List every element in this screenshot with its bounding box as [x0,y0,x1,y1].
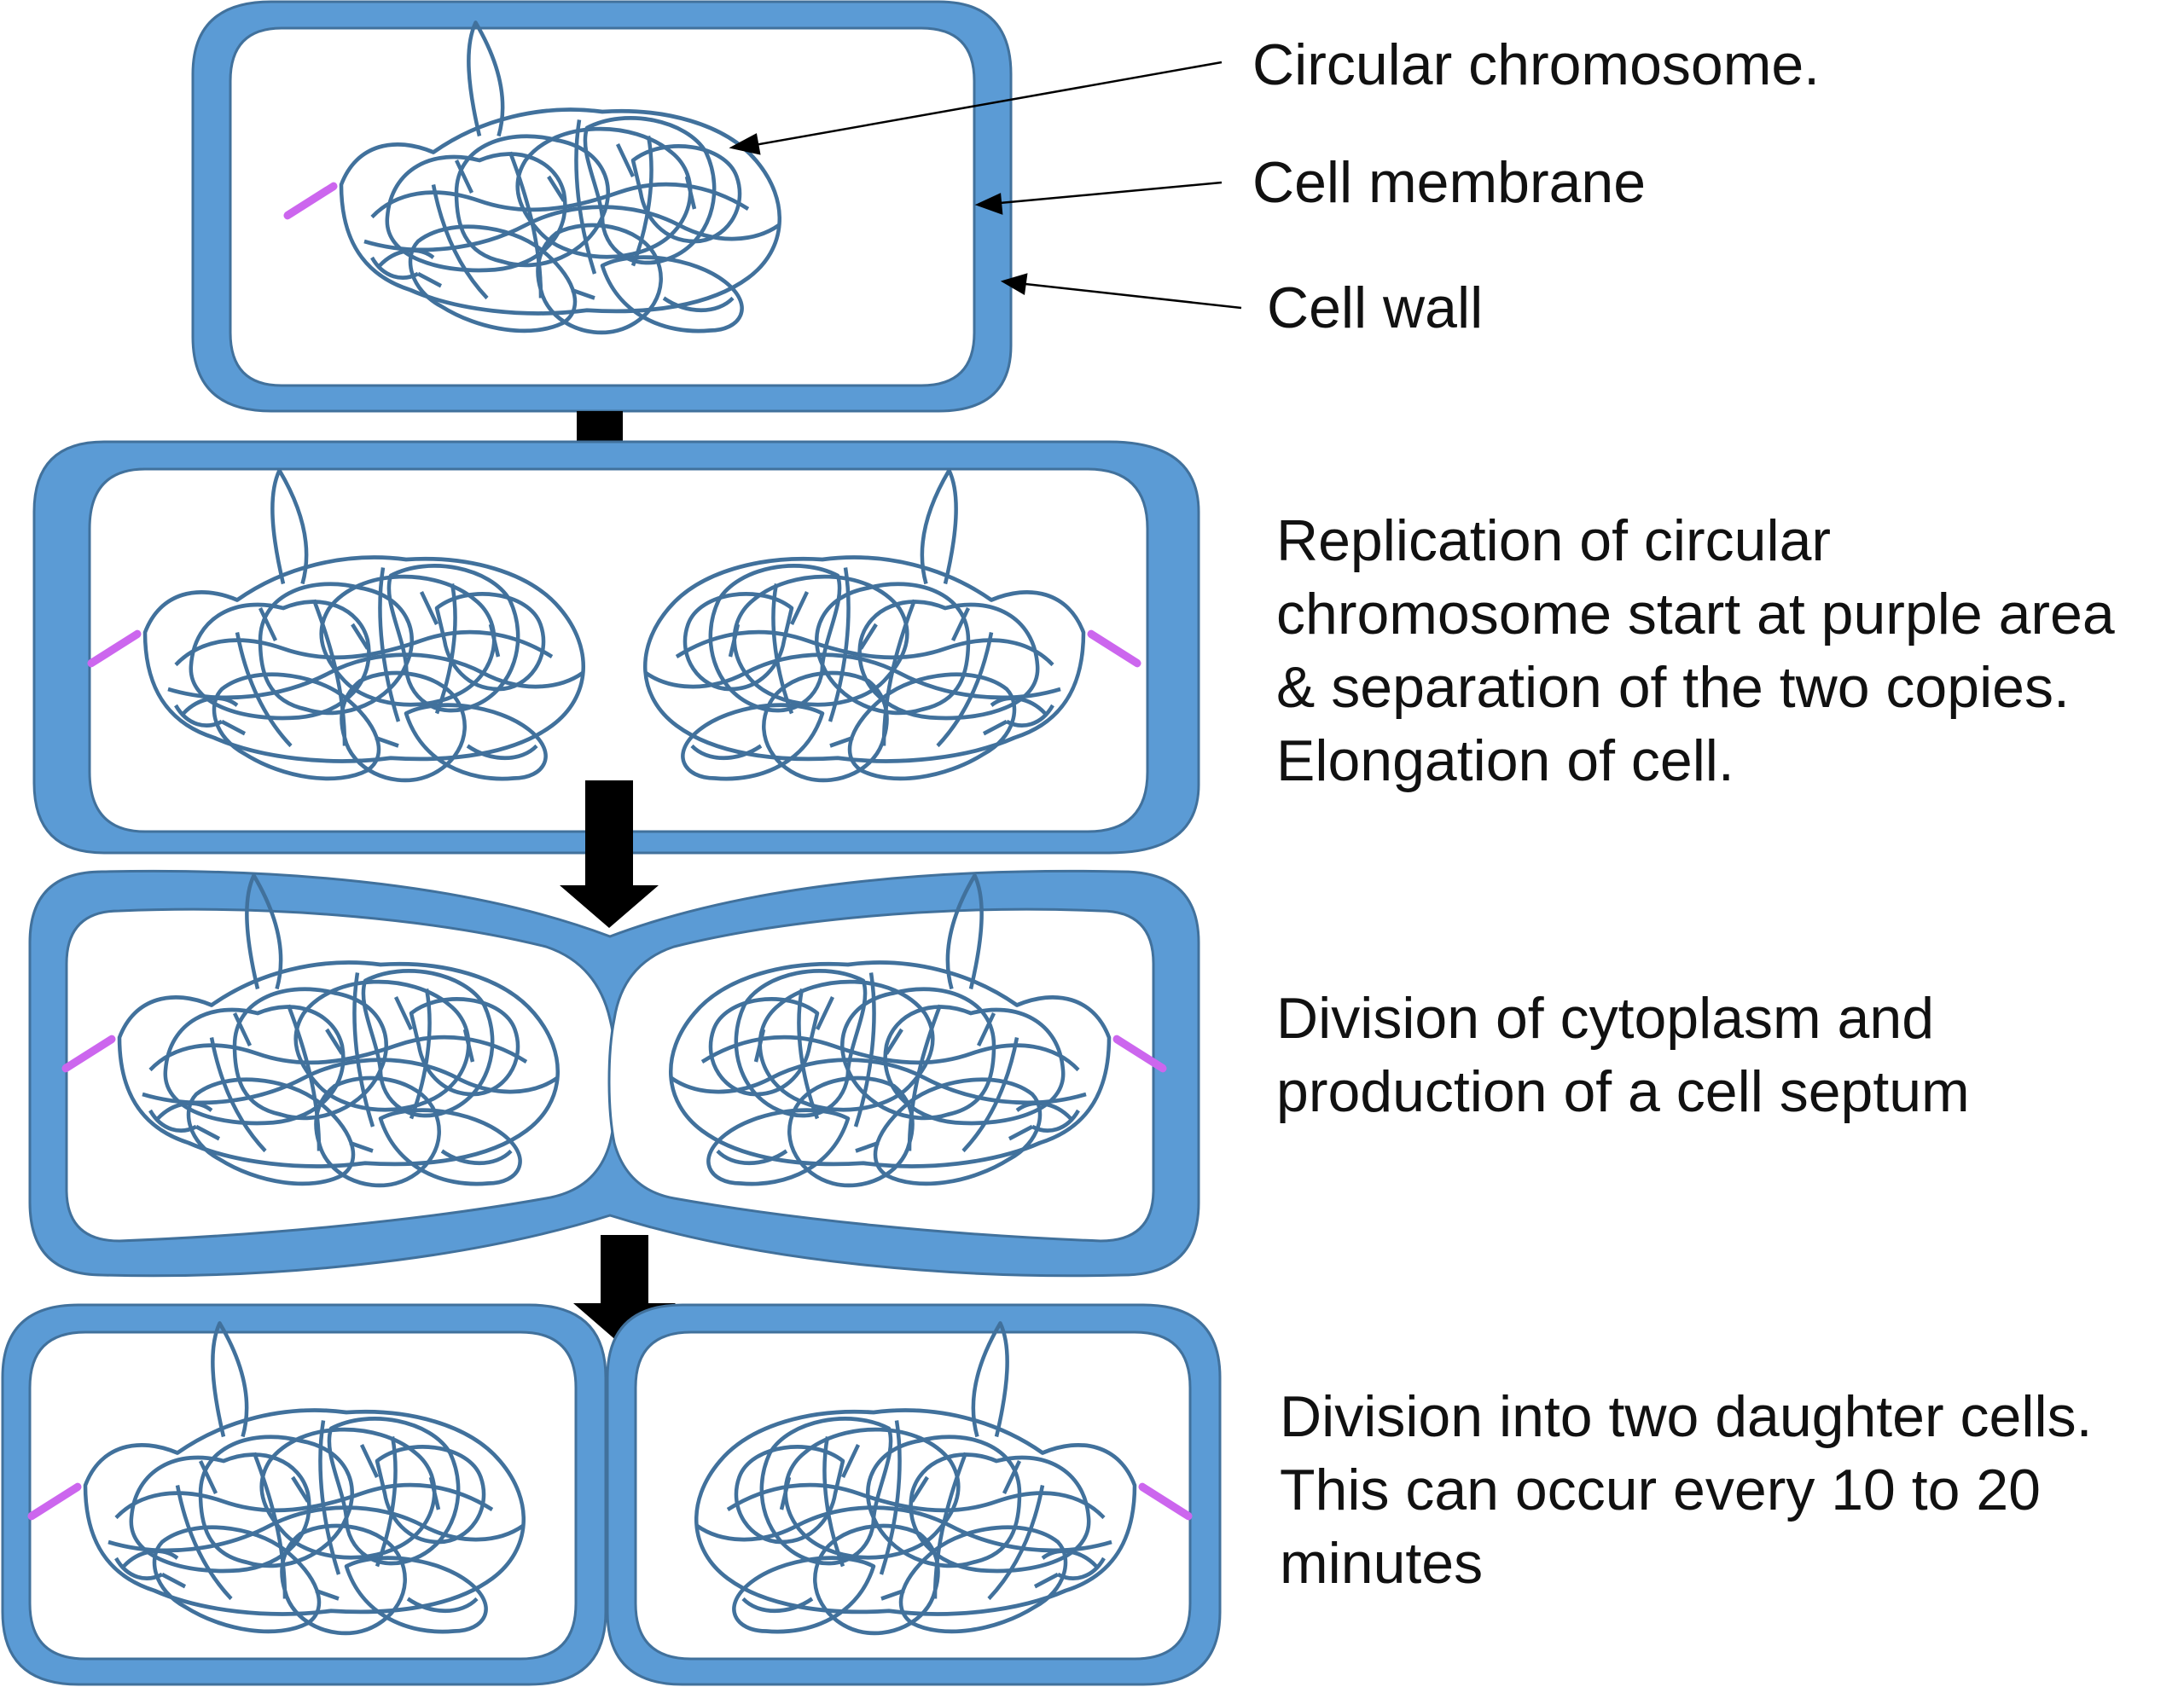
stage-description-division: Division into two daughter cells. This c… [1280,1380,2092,1600]
label-circular-chromosome: Circular chromosome. [1252,32,1821,97]
description-line: minutes [1280,1531,1484,1596]
leader-wall [1025,282,1242,310]
daughter-cell-right [606,1303,1222,1686]
label-leaders [729,61,1242,310]
description-line: Replication of circular [1276,508,1832,573]
label-cell-wall: Cell wall [1267,275,1484,340]
leader-chromosome [754,61,1223,147]
description-line: This can occur every 10 to 20 [1280,1458,2042,1522]
label-cell-membrane: Cell membrane [1252,150,1647,215]
cell-stage-0 [191,0,1013,413]
leader-membrane [999,181,1223,205]
description-line: Division into two daughter cells. [1280,1384,2093,1449]
daughter-cell-left [1,1303,607,1686]
description-line: Division of cytoplasm and [1276,986,1935,1051]
down-arrow [560,780,659,928]
stage-description-replication: Replication of circular chromosome start… [1276,504,2115,797]
description-line: chromosome start at purple area [1276,582,2115,646]
arrowhead-chromosome-icon [729,133,761,155]
cell-membrane-right [607,907,1155,1243]
description-line: production of a cell septum [1276,1059,1970,1124]
cell-stage-2 [28,869,1200,1278]
stage-description-septum: Division of cytoplasm and production of … [1276,982,1970,1128]
arrowhead-membrane-icon [974,193,1003,215]
description-line: & separation of the two copies. [1276,655,2070,720]
arrowhead-wall-icon [1000,273,1028,296]
cell-stage-1 [32,440,1200,855]
description-line: Elongation of cell. [1276,728,1734,793]
